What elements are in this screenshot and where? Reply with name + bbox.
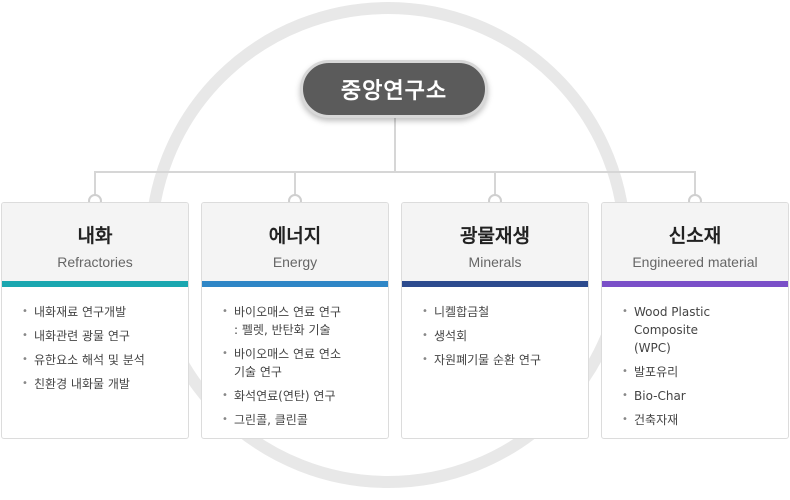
list-item: 유한요소 해석 및 분석 [22,351,176,369]
list-item: 내화재료 연구개발 [22,303,176,321]
card-header: 신소재 Engineered material [602,203,788,287]
card-list: Wood Plastic Composite (WPC) 발포유리 Bio-Ch… [602,287,788,429]
drop-line-2 [294,171,296,195]
card-minerals: 광물재생 Minerals 니켈합금철 생석회 자원폐기물 순환 연구 [401,202,589,439]
card-header: 내화 Refractories [2,203,188,287]
root-label: 중앙연구소 [340,79,448,104]
card-title: 내화 [77,225,113,247]
list-item: 친환경 내화물 개발 [22,375,176,393]
card-header: 에너지 Energy [202,203,388,287]
card-refractories: 내화 Refractories 내화재료 연구개발 내화관련 광물 연구 유한요… [1,202,189,439]
list-item: 발포유리 [622,363,776,381]
card-list: 니켈합금철 생석회 자원폐기물 순환 연구 [402,287,588,369]
branch-line [94,171,696,173]
card-engineered-material: 신소재 Engineered material Wood Plastic Com… [601,202,789,439]
list-item: 화석연료(연탄) 연구 [222,387,376,405]
list-item: Bio-Char [622,387,776,405]
card-subtitle: Refractories [57,254,133,270]
card-list: 내화재료 연구개발 내화관련 광물 연구 유한요소 해석 및 분석 친환경 내화… [2,287,188,393]
card-header: 광물재생 Minerals [402,203,588,287]
list-item: 그린콜, 클린콜 [222,411,376,429]
trunk-line [394,118,396,172]
list-item: 자원폐기물 순환 연구 [422,351,576,369]
card-title: 에너지 [268,225,322,247]
list-item: 생석회 [422,327,576,345]
list-item: 건축자재 [622,411,776,429]
card-list: 바이오매스 연료 연구 : 펠렛, 반탄화 기술 바이오매스 연료 연소 기술 … [202,287,388,429]
card-energy: 에너지 Energy 바이오매스 연료 연구 : 펠렛, 반탄화 기술 바이오매… [201,202,389,439]
list-item: 바이오매스 연료 연소 기술 연구 [222,345,376,381]
list-item: Wood Plastic Composite (WPC) [622,303,776,357]
card-title: 신소재 [668,225,722,247]
list-item: 내화관련 광물 연구 [22,327,176,345]
drop-line-1 [94,171,96,195]
root-node: 중앙연구소 [300,60,488,118]
list-item: 바이오매스 연료 연구 : 펠렛, 반탄화 기술 [222,303,376,339]
card-subtitle: Energy [272,254,318,270]
card-title: 광물재생 [460,225,530,247]
drop-line-4 [694,171,696,195]
card-subtitle: Engineered material [632,254,758,270]
card-subtitle: Minerals [468,254,522,270]
drop-line-3 [494,171,496,195]
list-item: 니켈합금철 [422,303,576,321]
